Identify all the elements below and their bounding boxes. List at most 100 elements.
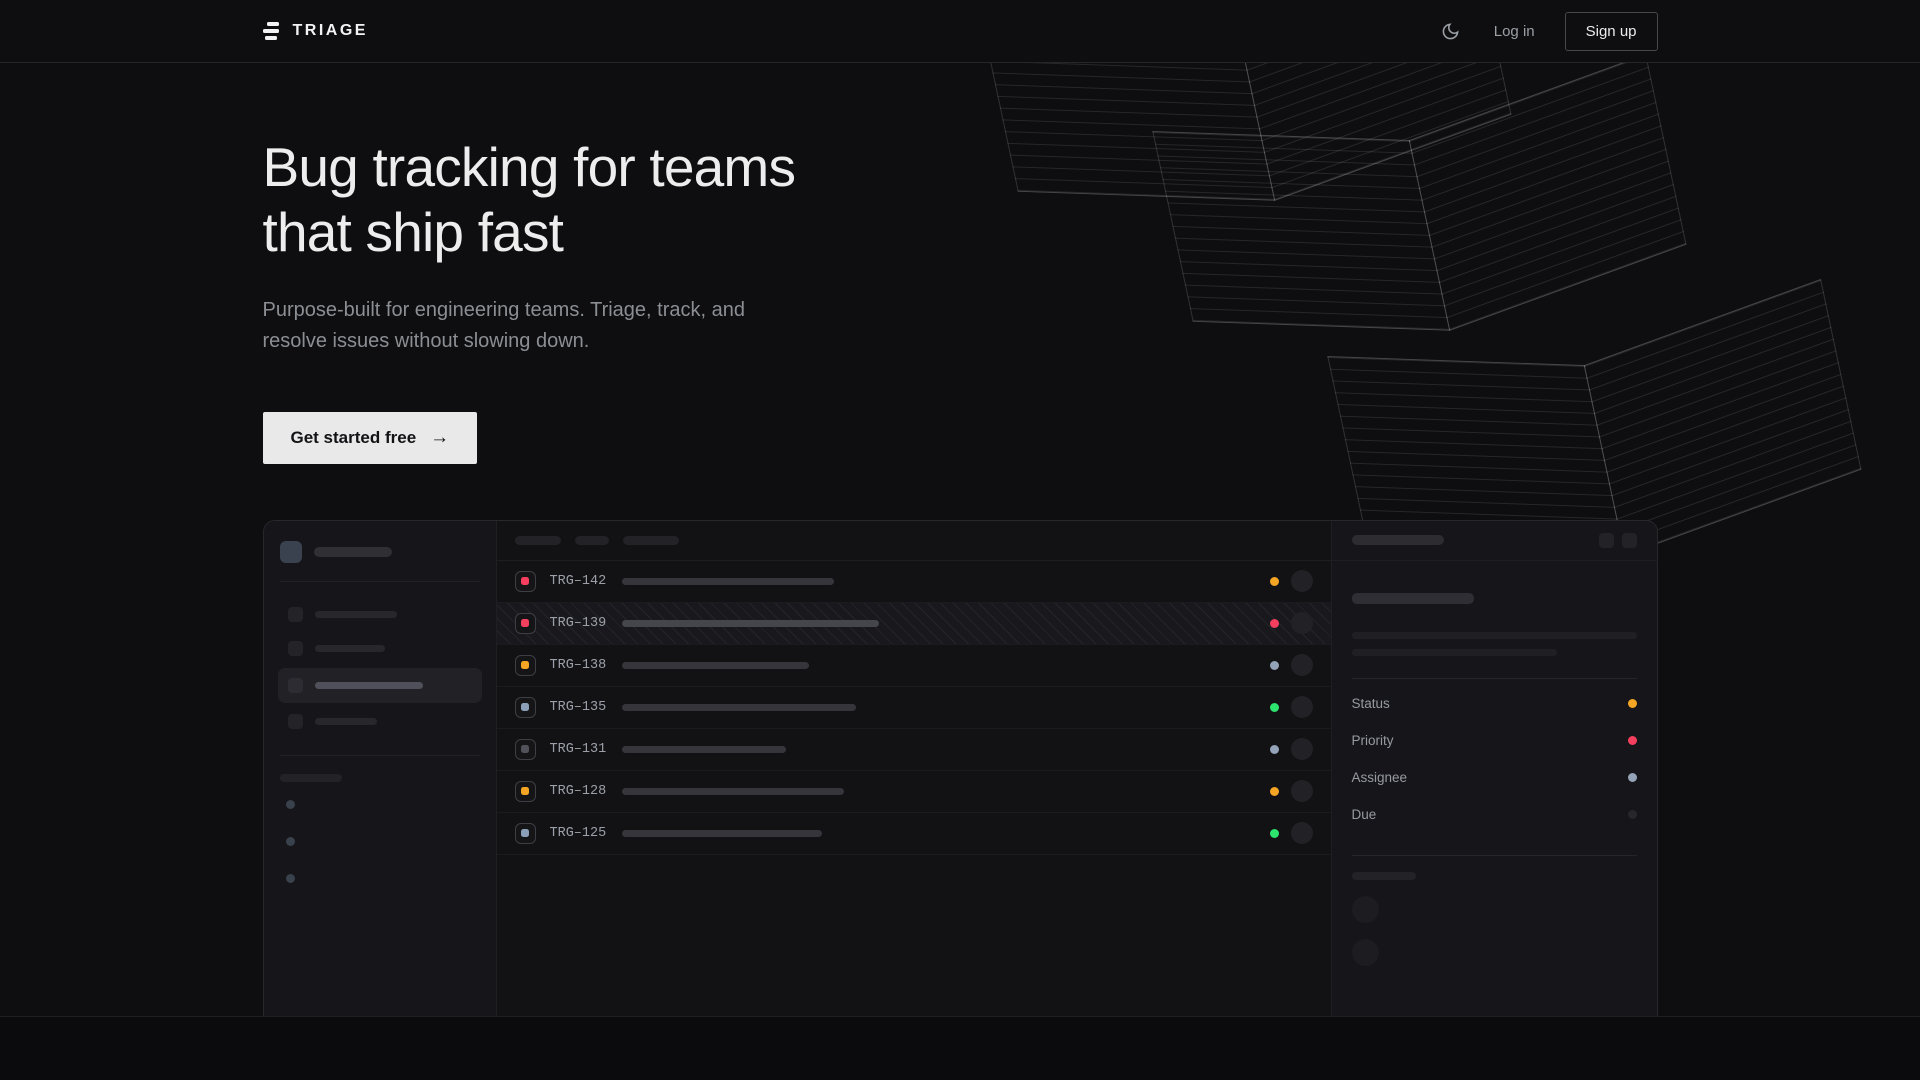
placeholder-bar	[1351, 535, 1444, 546]
assignee-avatar-placeholder	[1290, 696, 1313, 719]
comment-avatar-placeholder	[1351, 895, 1379, 923]
comment-avatar-placeholder	[1351, 938, 1379, 966]
app-mockup: TRG–142 TRG–139	[262, 519, 1658, 1080]
issue-id: TRG–142	[549, 573, 607, 589]
placeholder-bar	[314, 718, 377, 726]
field-value-dot	[1627, 809, 1637, 819]
footer-strip	[0, 1016, 1920, 1080]
assignee-avatar-placeholder	[1290, 570, 1313, 593]
placeholder-bar	[1351, 592, 1474, 604]
panel-header-placeholder	[1331, 521, 1657, 561]
status-dot	[1269, 744, 1279, 754]
placeholder-dot	[285, 873, 295, 883]
placeholder-bar	[314, 645, 385, 653]
issue-title-placeholder	[622, 577, 835, 585]
placeholder-bar	[574, 535, 609, 545]
status-dot	[1269, 576, 1279, 586]
sidebar-item-placeholder-active	[277, 667, 482, 703]
status-dot	[1269, 828, 1279, 838]
issue-row: TRG–142	[496, 561, 1331, 603]
assignee-avatar-placeholder	[1290, 654, 1313, 677]
divider	[279, 580, 480, 582]
assignee-avatar-placeholder	[1290, 612, 1313, 635]
issue-id: TRG–139	[549, 615, 607, 631]
issue-rows: TRG–142 TRG–139	[496, 561, 1331, 855]
get-started-button[interactable]: Get started free →	[262, 411, 478, 464]
sidebar-item-placeholder	[278, 707, 482, 737]
cta-label: Get started free	[290, 427, 417, 447]
issue-row: TRG–135	[496, 687, 1331, 729]
status-dot	[1269, 786, 1279, 796]
issue-title-placeholder	[622, 745, 787, 753]
placeholder-bar	[314, 611, 397, 619]
placeholder-bar	[313, 546, 392, 557]
detail-field-row: Due	[1352, 796, 1637, 833]
status-dot	[1269, 702, 1279, 712]
placeholder-icon	[287, 677, 303, 693]
panel-actions-placeholder	[1598, 532, 1637, 548]
login-link[interactable]: Log in	[1493, 22, 1535, 40]
status-dot	[1269, 618, 1279, 628]
issue-title-placeholder	[622, 829, 823, 837]
divider	[279, 754, 480, 756]
issue-id: TRG–125	[549, 825, 607, 841]
issue-type-icon	[514, 696, 536, 718]
triage-logo-icon	[262, 22, 281, 40]
placeholder-icon	[287, 641, 303, 657]
field-value-dot	[1627, 735, 1637, 745]
placeholder-dot	[285, 799, 295, 809]
placeholder-bar	[622, 535, 679, 545]
detail-field-row: Assignee	[1352, 759, 1637, 796]
issue-type-icon	[514, 570, 536, 592]
issue-id: TRG–131	[549, 741, 607, 757]
placeholder-icon	[1598, 532, 1614, 548]
issue-row: TRG–128	[496, 771, 1331, 813]
issue-type-icon	[514, 780, 536, 802]
detail-field-row: Priority	[1352, 722, 1637, 759]
placeholder-dot	[285, 836, 295, 846]
mockup-issue-list: TRG–142 TRG–139	[496, 520, 1331, 1079]
field-label: Due	[1351, 806, 1377, 822]
issue-type-icon	[514, 738, 536, 760]
hero-subtitle: Purpose-built for engineering teams. Tri…	[262, 298, 745, 352]
panel-body: Status Priority Assignee	[1332, 561, 1657, 984]
field-label: Status	[1351, 695, 1390, 711]
issue-title-placeholder	[622, 787, 845, 795]
placeholder-icon	[1621, 532, 1637, 548]
issue-row: TRG–131	[496, 729, 1331, 771]
issue-type-icon	[514, 654, 536, 676]
top-nav: TRIAGE Log in Sign up	[0, 0, 1920, 63]
arrow-right-icon: →	[430, 426, 450, 448]
placeholder-bar	[279, 773, 342, 782]
assignee-avatar-placeholder	[1290, 822, 1313, 845]
status-dot	[1269, 660, 1279, 670]
mockup-sidebar	[263, 520, 497, 1079]
assignee-avatar-placeholder	[1290, 780, 1313, 803]
placeholder-bar	[1351, 648, 1557, 656]
issue-id: TRG–135	[549, 699, 607, 715]
field-value-dot	[1627, 772, 1637, 782]
issue-title-placeholder	[622, 619, 880, 627]
issue-row: TRG–139	[496, 602, 1331, 645]
issue-row: TRG–125	[496, 813, 1331, 855]
brand[interactable]: TRIAGE	[262, 22, 368, 40]
issue-title-placeholder	[622, 703, 857, 711]
workspace-switcher-placeholder	[279, 540, 480, 563]
placeholder-bar	[514, 535, 561, 545]
detail-field-row: Status	[1352, 685, 1637, 722]
placeholder-icon	[287, 714, 303, 730]
signup-button[interactable]: Sign up	[1564, 11, 1658, 51]
issue-title-placeholder	[622, 661, 810, 669]
placeholder-bar	[314, 681, 423, 689]
theme-toggle-button[interactable]	[1437, 18, 1464, 45]
issue-type-icon	[514, 612, 536, 634]
field-label: Assignee	[1351, 769, 1408, 785]
moon-icon	[1442, 22, 1459, 39]
brand-name: TRIAGE	[292, 22, 368, 39]
issue-id: TRG–128	[549, 783, 607, 799]
field-label: Priority	[1351, 732, 1394, 748]
detail-fields: Status Priority Assignee	[1352, 685, 1637, 833]
